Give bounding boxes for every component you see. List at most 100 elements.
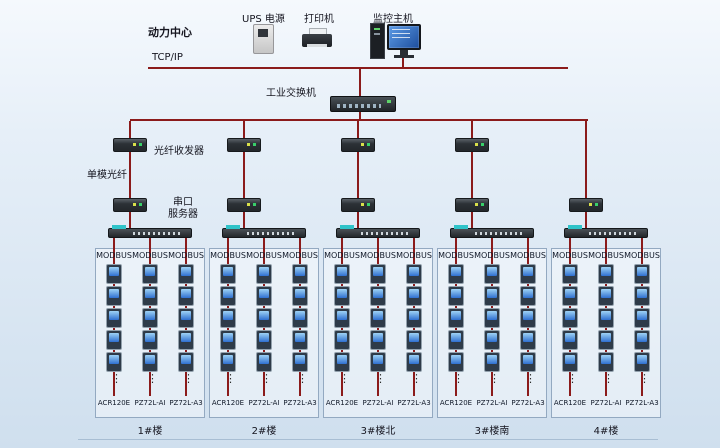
- meter-icon: [406, 330, 422, 350]
- meter-model-label: PZ72L-AI: [134, 399, 166, 407]
- host-link-line: [402, 57, 404, 67]
- meter-screen: [451, 311, 461, 320]
- meter-icon: [598, 352, 614, 372]
- meter-icon: [220, 308, 236, 328]
- meter-screen: [223, 355, 233, 364]
- industrial-switch-label: 工业交换机: [266, 88, 316, 99]
- printer-output-slot: [307, 44, 327, 47]
- fiber-transceiver-icon: [455, 138, 489, 152]
- meter-screen: [487, 267, 497, 276]
- group-name-label: 2#楼: [251, 426, 277, 437]
- modbus-label: MODBUS: [324, 251, 360, 260]
- meter-screen: [337, 333, 347, 342]
- modbus-label: MODBUS: [360, 251, 396, 260]
- meter-screen: [145, 267, 155, 276]
- meter-screen: [109, 311, 119, 320]
- meter-icon: [142, 286, 158, 306]
- meter-icon: [634, 330, 650, 350]
- switch-uplink-line: [359, 69, 361, 96]
- meter-icon: [256, 286, 272, 306]
- tcpip-bus-line: [148, 67, 568, 69]
- meter-icon: [220, 286, 236, 306]
- distribution-bus-line: [130, 119, 588, 121]
- meter-screen: [637, 333, 647, 342]
- meter-model-label: PZ72L-AI: [476, 399, 508, 407]
- meter-icon: [106, 264, 122, 284]
- meter-model-label: PZ72L-AI: [590, 399, 622, 407]
- group-name-label: 4#楼: [593, 426, 619, 437]
- meter-icon: [334, 352, 350, 372]
- meter-screen: [601, 355, 611, 364]
- printer-icon: [302, 34, 332, 47]
- meter-icon: [106, 308, 122, 328]
- monitoring-host-label: 监控主机: [373, 14, 413, 25]
- fiber-transceiver-icon: [455, 198, 489, 212]
- meter-icon: [220, 264, 236, 284]
- meter-screen: [409, 289, 419, 298]
- meter-screen: [145, 355, 155, 364]
- meter-screen: [373, 289, 383, 298]
- meter-screen: [565, 289, 575, 298]
- meter-screen: [181, 289, 191, 298]
- meter-screen: [259, 267, 269, 276]
- meter-screen: [295, 289, 305, 298]
- meter-icon: [370, 308, 386, 328]
- meter-model-label: ACR120E: [97, 399, 131, 407]
- fiber-transceiver-icon: [341, 138, 375, 152]
- meter-icon: [406, 352, 422, 372]
- meter-icon: [106, 352, 122, 372]
- serial-server-label: 串口 服务器: [168, 197, 198, 221]
- meter-icon: [142, 308, 158, 328]
- drop-line: [129, 121, 131, 138]
- meter-model-label: PZ72L-A3: [169, 399, 203, 407]
- meter-screen: [409, 355, 419, 364]
- meter-screen: [565, 311, 575, 320]
- meter-ellipsis: ⋮: [375, 372, 386, 385]
- meter-screen: [145, 333, 155, 342]
- ups-panel: [258, 29, 268, 37]
- meter-icon: [220, 330, 236, 350]
- meter-screen: [601, 311, 611, 320]
- meter-icon: [178, 352, 194, 372]
- meter-ellipsis: ⋮: [297, 372, 308, 385]
- meter-icon: [484, 308, 500, 328]
- serial-server-label-line2: 服务器: [168, 209, 198, 220]
- drop-line: [357, 121, 359, 138]
- modbus-label: MODBUS: [210, 251, 246, 260]
- meter-icon: [106, 330, 122, 350]
- meter-screen: [523, 267, 533, 276]
- modbus-label: MODBUS: [168, 251, 204, 260]
- serial-server-icon: [564, 225, 648, 238]
- meter-screen: [109, 267, 119, 276]
- meter-screen: [523, 355, 533, 364]
- meter-icon: [256, 330, 272, 350]
- meter-screen: [337, 289, 347, 298]
- monitor-stand: [400, 50, 408, 55]
- group-name-label: 3#楼北: [360, 426, 396, 437]
- meter-screen: [637, 311, 647, 320]
- meter-model-label: ACR120E: [439, 399, 473, 407]
- meter-screen: [565, 267, 575, 276]
- meter-screen: [259, 355, 269, 364]
- meter-icon: [292, 286, 308, 306]
- meter-icon: [370, 264, 386, 284]
- fiber-transceiver-icon: [113, 138, 147, 152]
- meter-model-label: PZ72L-A3: [511, 399, 545, 407]
- fiber-line: [357, 152, 359, 198]
- meter-icon: [406, 308, 422, 328]
- meter-screen: [523, 289, 533, 298]
- meter-model-label: PZ72L-A3: [625, 399, 659, 407]
- meter-ellipsis: ⋮: [603, 372, 614, 385]
- meter-screen: [565, 333, 575, 342]
- modbus-label: MODBUS: [474, 251, 510, 260]
- meter-icon: [598, 264, 614, 284]
- meter-screen: [223, 289, 233, 298]
- meter-screen: [181, 311, 191, 320]
- meter-screen: [409, 311, 419, 320]
- monitoring-host-icon: [387, 24, 421, 50]
- drop-line: [471, 121, 473, 138]
- power-center-label: 动力中心: [148, 26, 192, 39]
- ups-tower-icon: [253, 24, 274, 54]
- meter-icon: [598, 286, 614, 306]
- meter-icon: [256, 264, 272, 284]
